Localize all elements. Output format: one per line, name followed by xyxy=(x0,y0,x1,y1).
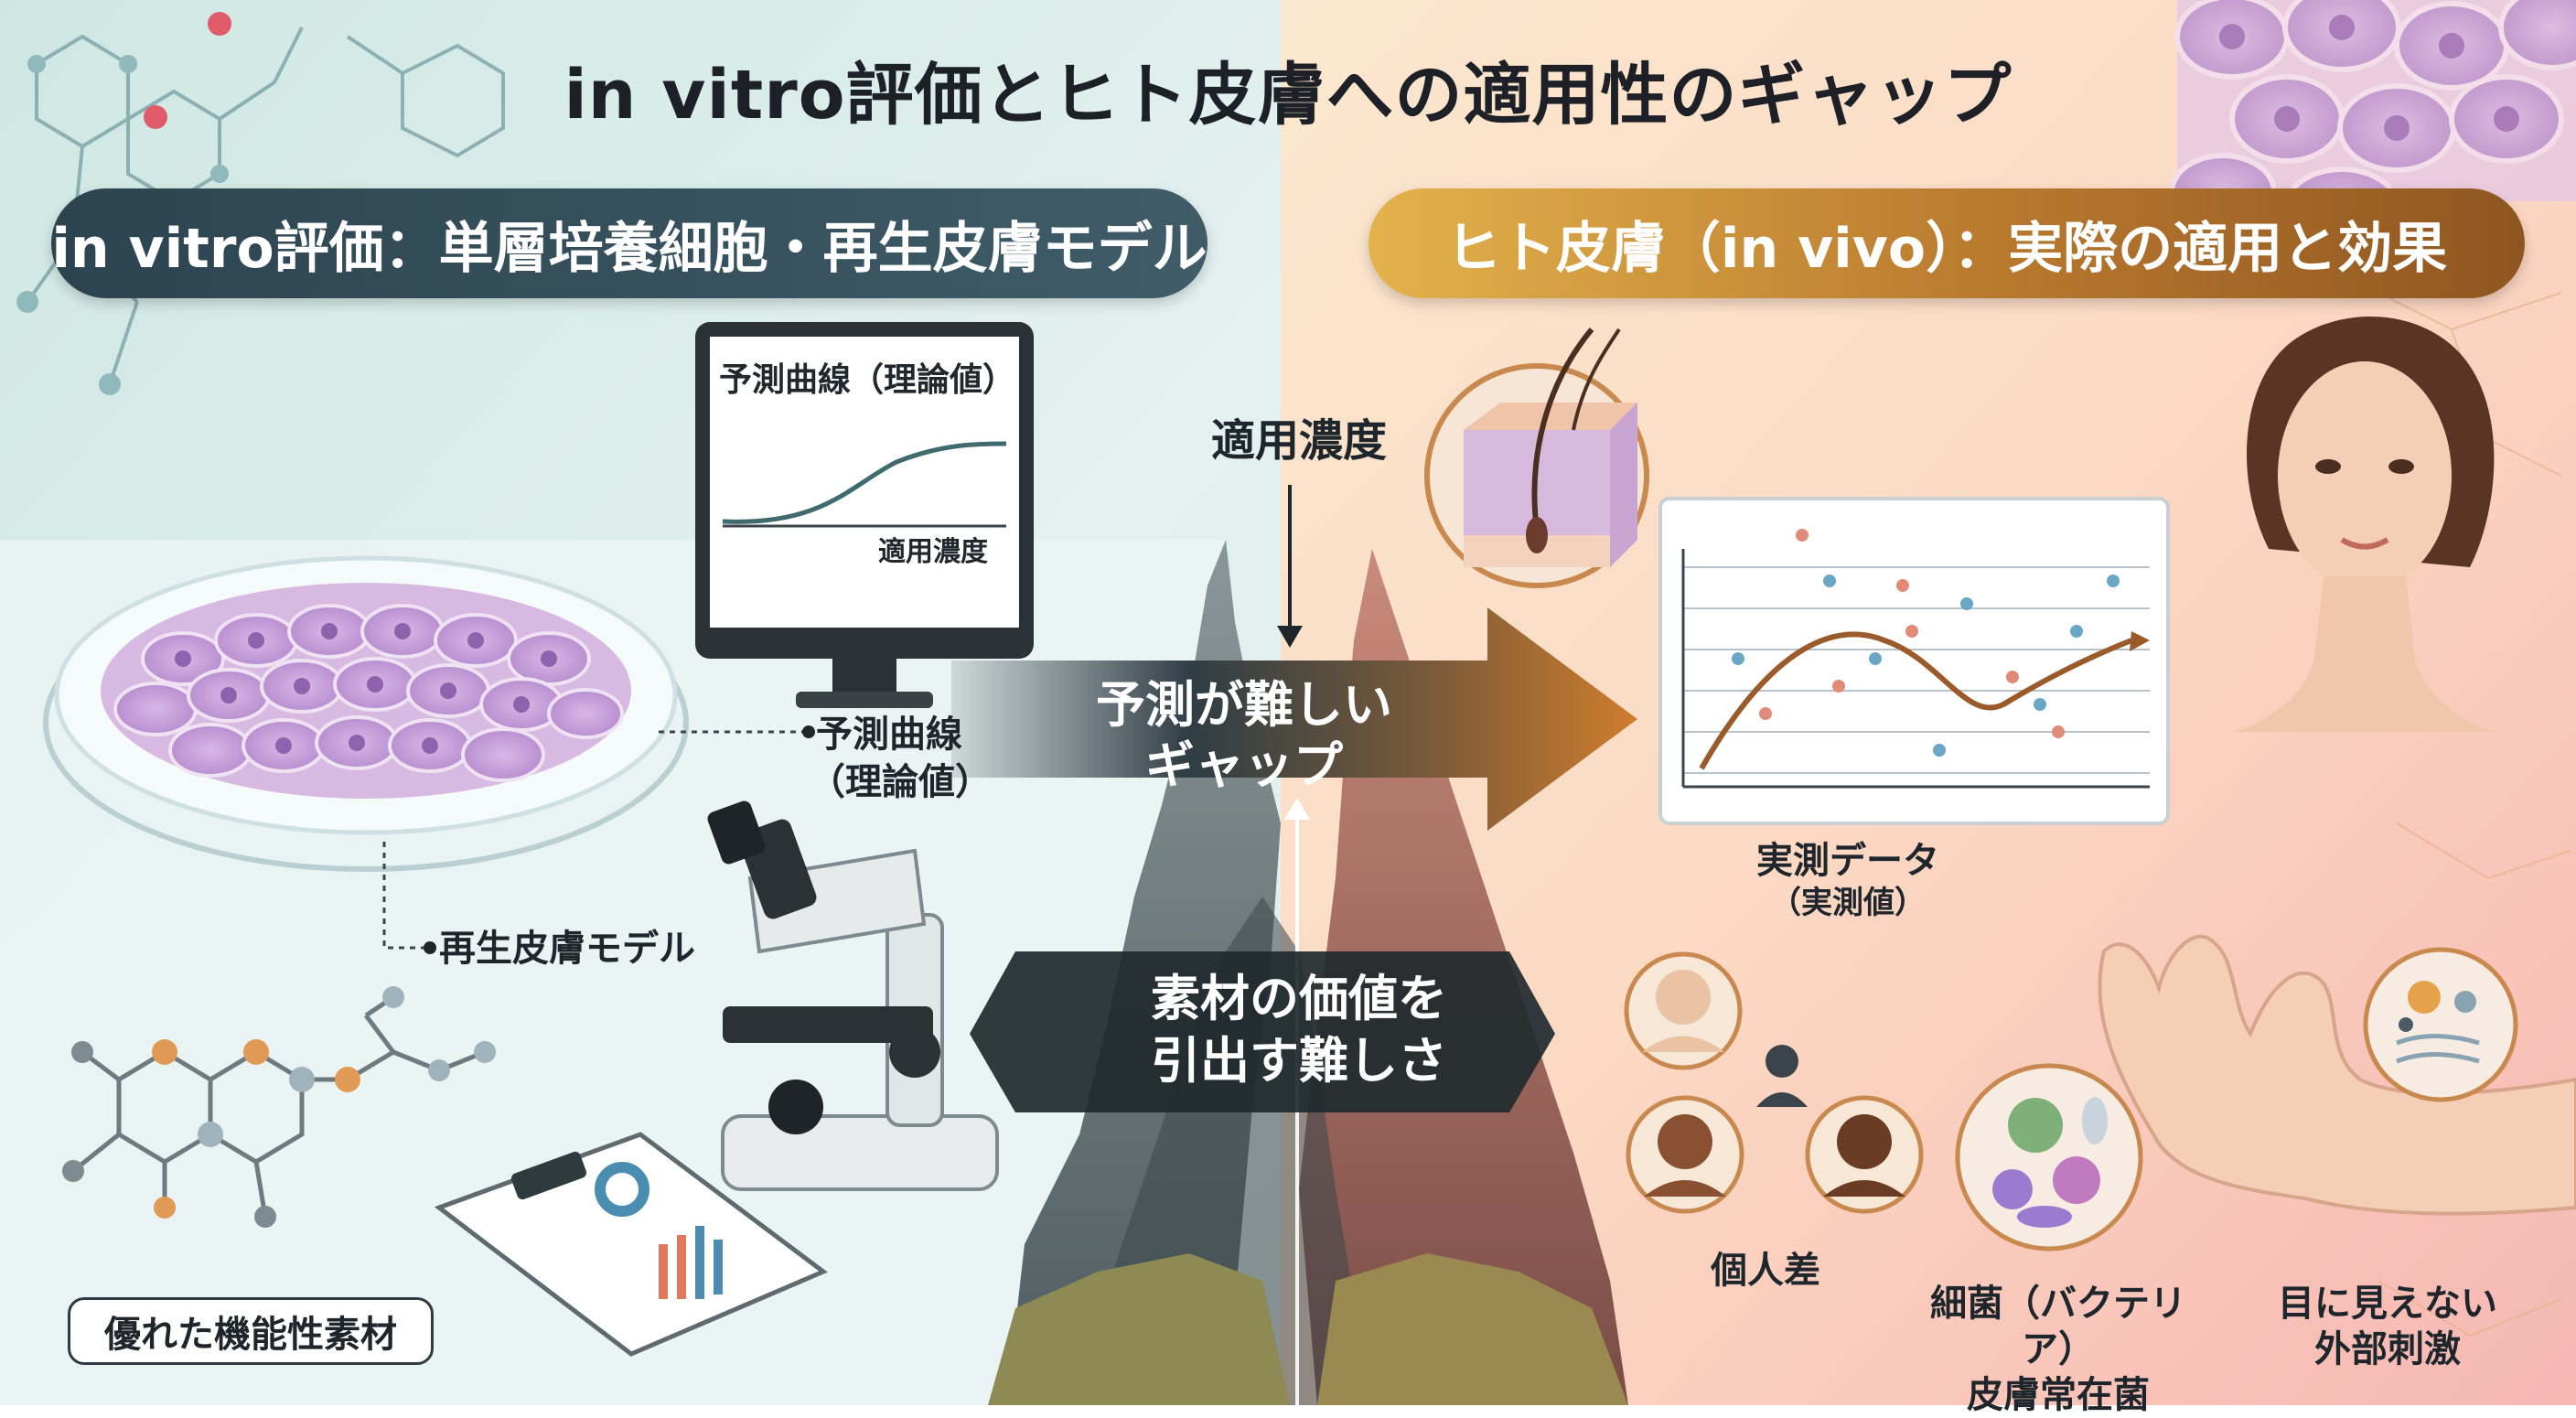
petri-dish-icon xyxy=(43,555,689,872)
concentration-label: 適用濃度 xyxy=(1210,415,1387,467)
bacteria-label-line2: 皮膚常在菌 xyxy=(1967,1374,2150,1416)
value-line1: 素材の価値を xyxy=(1151,970,1447,1027)
monitor-icon xyxy=(695,322,1034,708)
gap-arrow-line1: 予測が難しい xyxy=(1096,676,1392,734)
external-stimulus-label: 目に見えない 外部刺激 xyxy=(2241,1281,2534,1372)
gap-arrow-line2: ギャップ xyxy=(1145,736,1343,794)
page-title: in vitro評価とヒト皮膚への適用性のギャップ xyxy=(564,56,2012,134)
in-vitro-banner: in vitro評価：単層培養細胞・再生皮膚モデル xyxy=(51,188,1208,298)
clipboard-icon xyxy=(434,1132,828,1357)
measured-data-label: 実測データ xyxy=(1756,840,1939,882)
theoretical-value-label: （理論値） xyxy=(809,761,992,803)
skin-cross-section-icon xyxy=(1424,328,1649,588)
stimulus-label-line1: 目に見えない xyxy=(2278,1283,2497,1325)
value-line2: 引出す難しさ xyxy=(1151,1031,1447,1090)
stimulus-label-line2: 外部刺激 xyxy=(2314,1328,2461,1370)
individual-difference-label: 個人差 xyxy=(1711,1250,1820,1292)
in-vivo-banner: ヒト皮膚（in vivo）：実際の適用と効果 xyxy=(1368,188,2525,298)
value-difficulty-text: 素材の価値を 引出す難しさ xyxy=(1006,968,1592,1091)
bacteria-icon xyxy=(1955,1063,2143,1251)
person-icon xyxy=(1624,951,1924,1214)
measured-value-label: （実測値） xyxy=(1770,885,1926,921)
monitor-axis-label: 適用濃度 xyxy=(878,536,988,568)
functional-material-chip: 優れた機能性素材 xyxy=(68,1297,434,1365)
measured-data-chart xyxy=(1658,497,2170,825)
gap-arrow xyxy=(951,607,1637,831)
gap-arrow-text: 予測が難しい ギャップ xyxy=(1043,675,1445,796)
woman-face-icon xyxy=(2232,317,2497,732)
monitor-curve-title: 予測曲線（理論値） xyxy=(719,361,1016,399)
regenerated-skin-label: 再生皮膚モデル xyxy=(439,928,695,970)
hand-icon xyxy=(2098,934,2576,1216)
particles-icon xyxy=(2363,947,2518,1102)
bacteria-label: 細菌（バクテリア） 皮膚常在菌 xyxy=(1912,1281,2205,1418)
prediction-curve-label: 予測曲線 xyxy=(816,714,962,756)
microscope-icon xyxy=(707,800,999,1191)
bacteria-label-line1: 細菌（バクテリア） xyxy=(1930,1283,2186,1370)
